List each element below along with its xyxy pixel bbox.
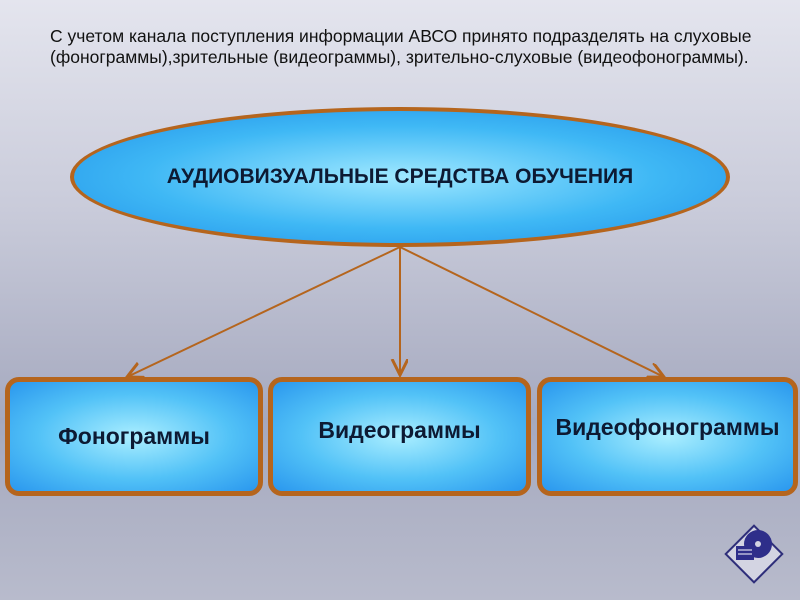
- multimedia-logo-icon: [724, 524, 784, 584]
- node-label: Фонограммы: [58, 423, 210, 449]
- intro-text: С учетом канала поступления информации А…: [50, 26, 752, 67]
- node-label: Видеофонограммы: [555, 414, 780, 440]
- root-node: АУДИОВИЗУАЛЬНЫЕ СРЕДСТВА ОБУЧЕНИЯ: [70, 107, 730, 247]
- arrow-to-videophonograms: [399, 246, 664, 377]
- node-label: Видеограммы: [318, 417, 481, 443]
- arrow-to-phonograms: [127, 246, 401, 377]
- root-label: АУДИОВИЗУАЛЬНЫЕ СРЕДСТВА ОБУЧЕНИЯ: [166, 165, 634, 188]
- node-phonograms: Фонограммы: [5, 377, 263, 496]
- node-videograms: Видеограммы: [268, 377, 531, 496]
- node-videophonograms: Видеофонограммы: [537, 377, 798, 496]
